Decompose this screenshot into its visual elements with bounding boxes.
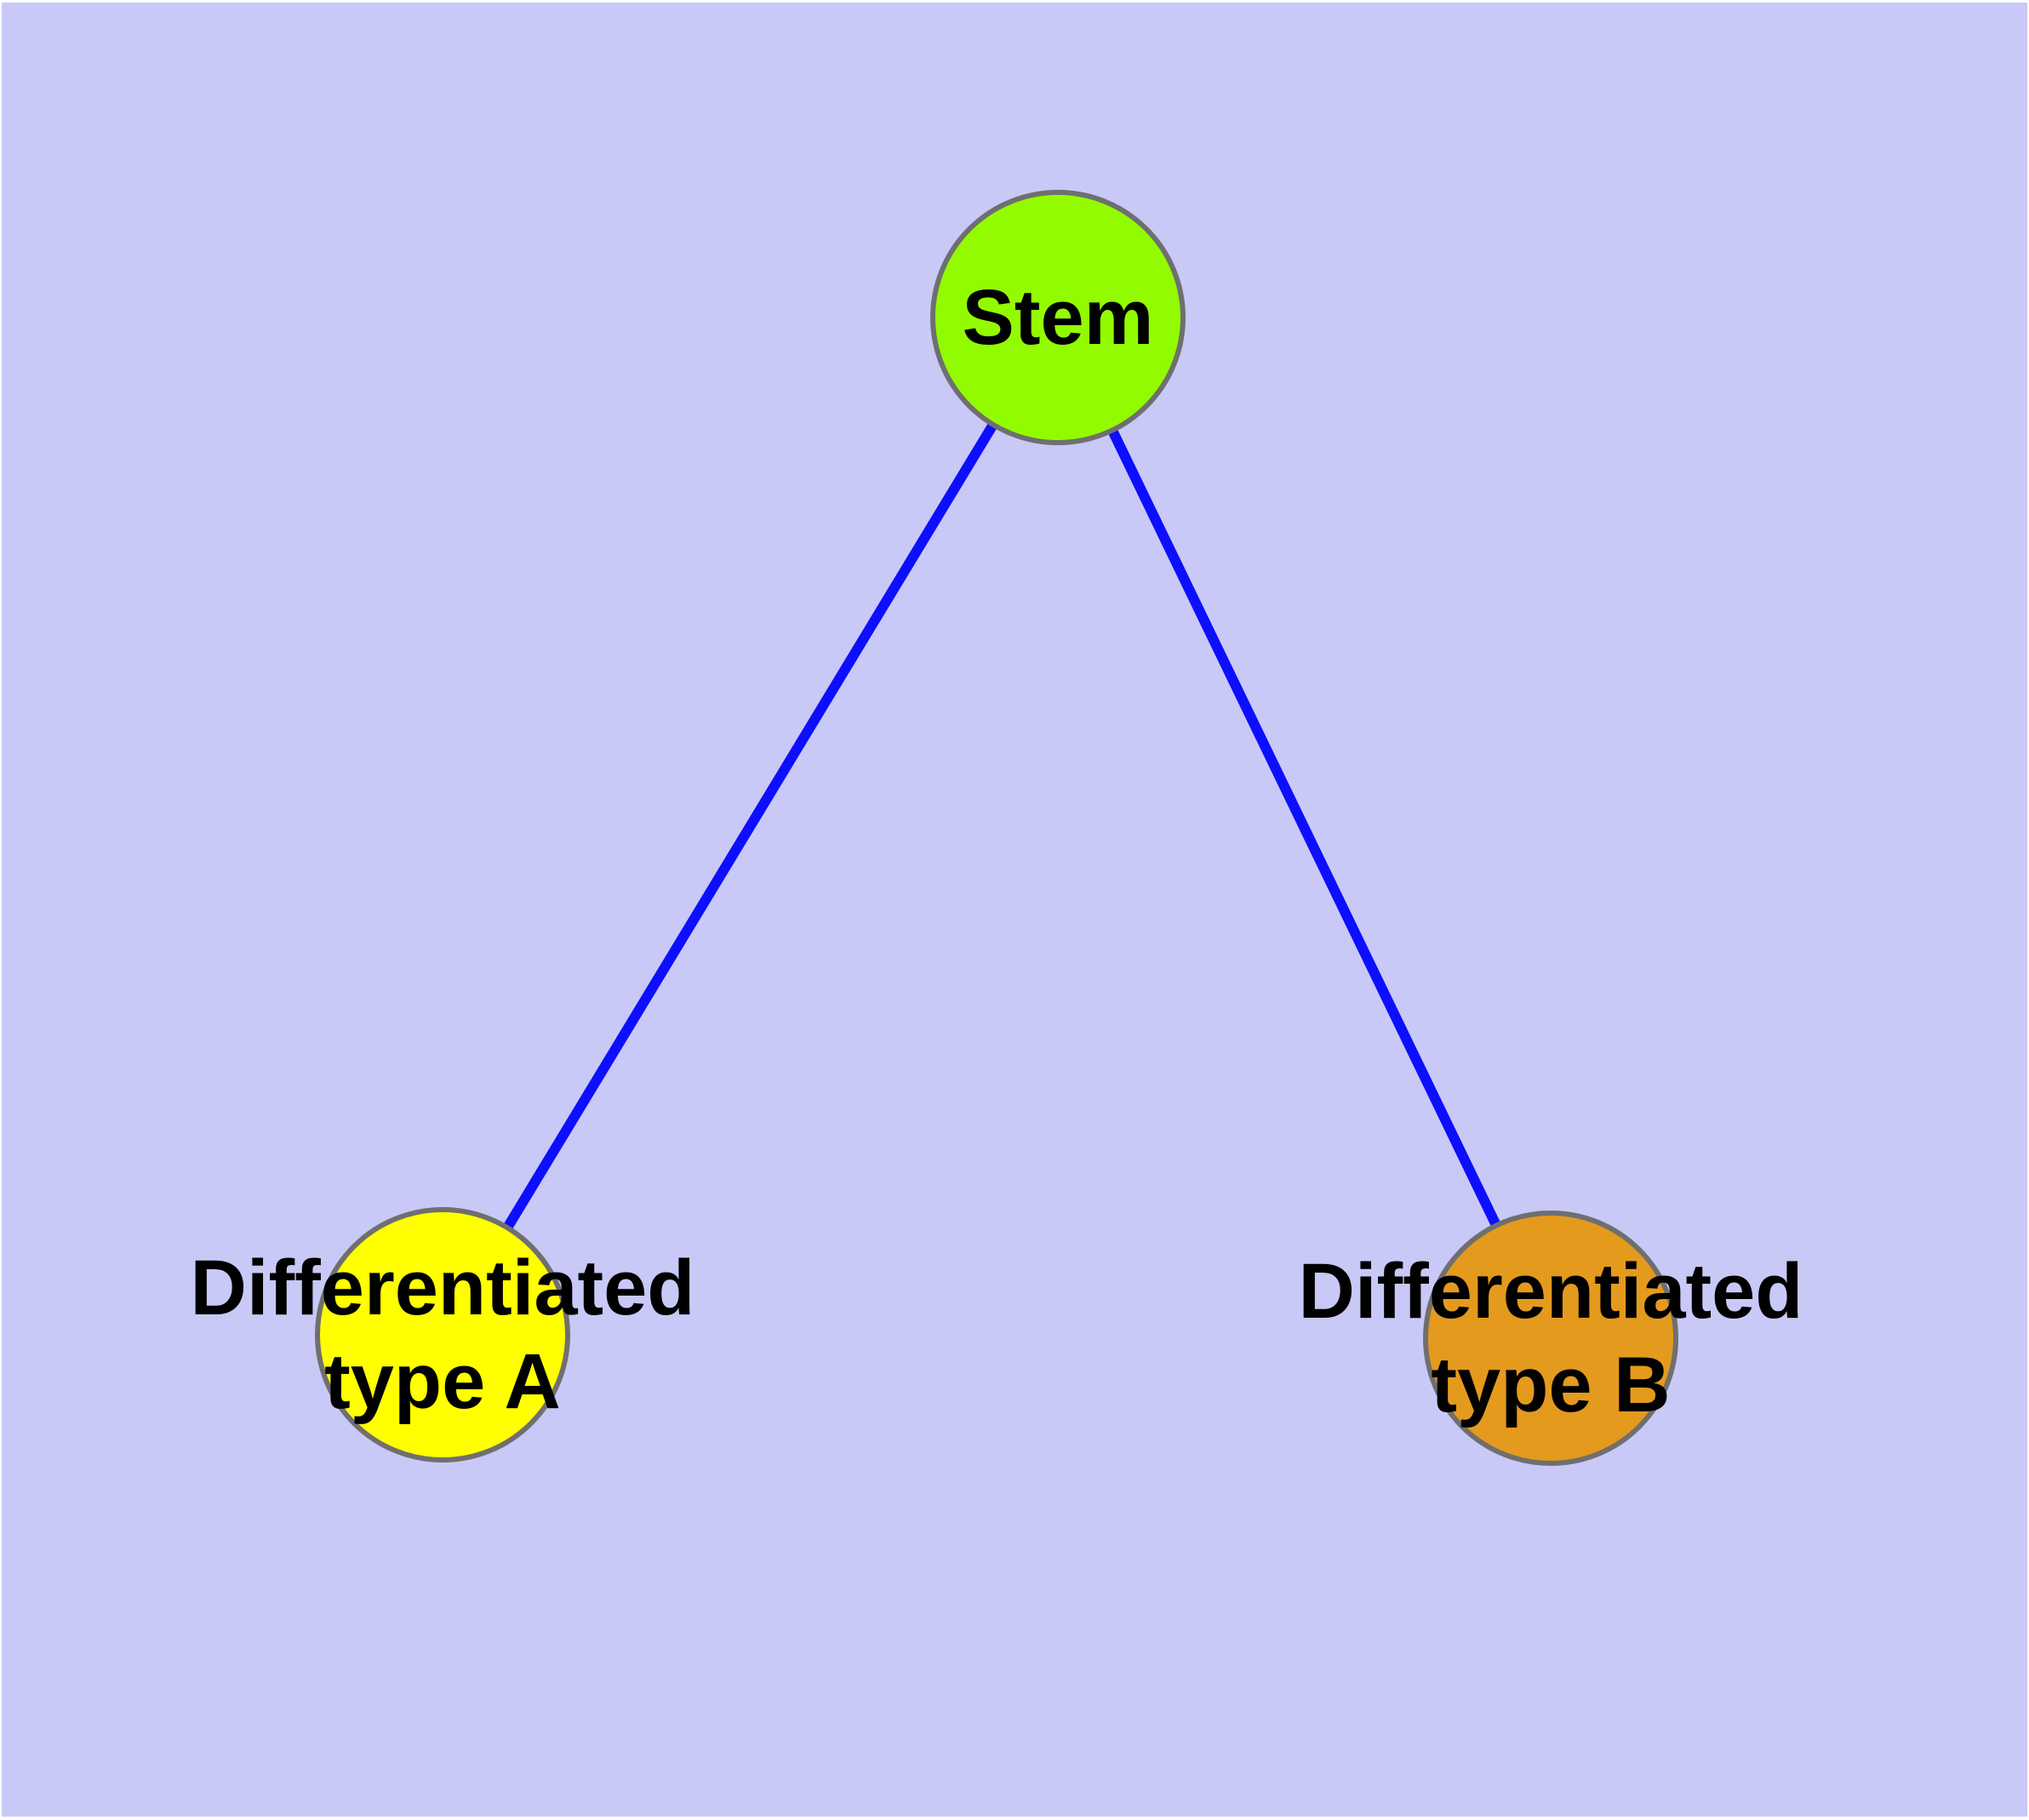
edge-stem-to-type-a: [437, 314, 1063, 1338]
node-stem: [930, 190, 1186, 445]
edge-stem-to-type-b: [1053, 315, 1556, 1341]
node-differentiated-type-b: [1423, 1210, 1678, 1466]
node-differentiated-type-a: [315, 1207, 570, 1462]
